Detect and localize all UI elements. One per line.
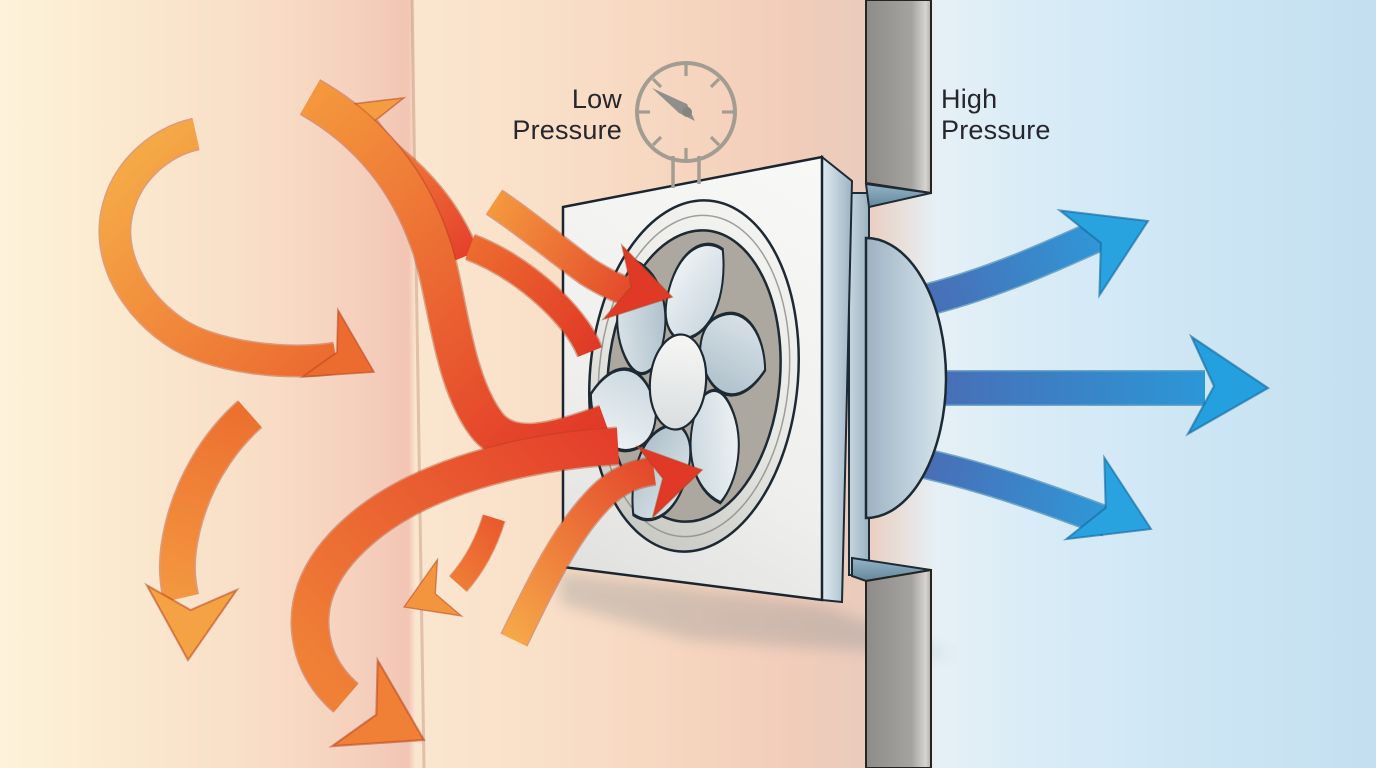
exterior-dome (864, 236, 948, 520)
room-corner-line (410, 0, 426, 768)
fan-hub (646, 332, 710, 432)
gauge-pivot (682, 107, 692, 117)
low-pressure-line2: Pressure (512, 115, 622, 145)
low-pressure-label: Low Pressure (512, 84, 622, 146)
intake-arrow-small (449, 514, 505, 592)
wall-lower-slab (865, 568, 932, 768)
low-pressure-line1: Low (571, 84, 622, 114)
wall-opening-top-reveal (864, 182, 932, 209)
exhaust-airflow-arrows (914, 177, 1271, 571)
gauge-ticks (639, 65, 733, 159)
exhaust-fan-unit (561, 154, 854, 604)
intake-arrow-curl (99, 119, 339, 376)
high-pressure-line2: Pressure (941, 115, 1051, 145)
wall-upper-slab (865, 0, 932, 195)
intake-arrow-down (160, 401, 262, 602)
exhaust-arrow (914, 448, 1113, 536)
fan-rim-contour (597, 214, 791, 538)
exhaust-arrow (914, 216, 1117, 317)
intake-airflow-arrows (98, 72, 711, 768)
intake-arrow-hook (465, 235, 602, 357)
pressure-gauge-icon (635, 61, 737, 188)
high-pressure-line1: High (941, 84, 998, 114)
high-pressure-label: High Pressure (941, 84, 1051, 146)
fan-shadow (560, 572, 952, 656)
intake-arrow-recirculate-down (291, 428, 620, 712)
intake-arrow-bottom (501, 457, 657, 646)
wall (851, 0, 932, 768)
fan-blades (585, 239, 771, 525)
intake-arrow-top (486, 190, 637, 306)
